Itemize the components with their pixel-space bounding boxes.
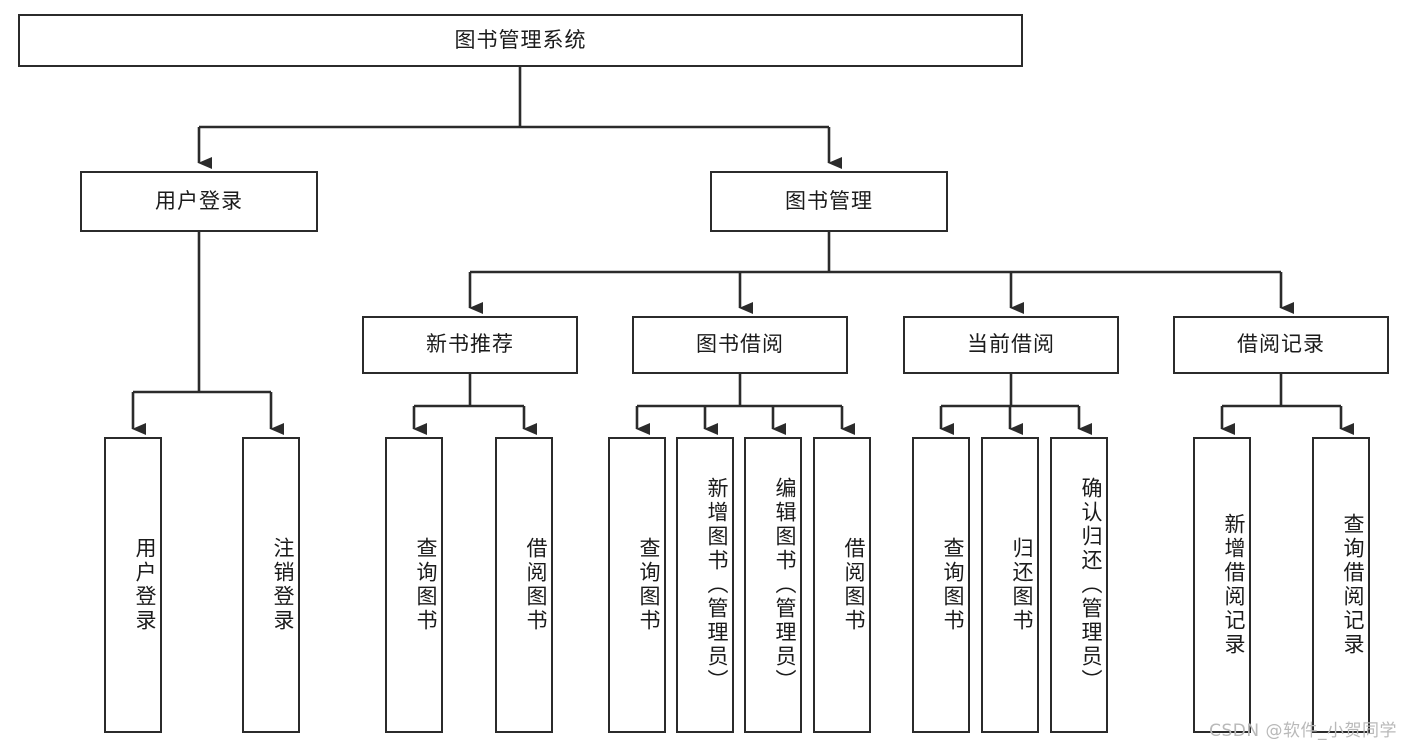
- node-leaf-query-book-recommend[interactable]: 查询图书: [385, 437, 443, 733]
- node-leaf-user-login[interactable]: 用户登录: [104, 437, 162, 733]
- node-leaf-confirm-return-admin[interactable]: 确认归还（管理员）: [1050, 437, 1108, 733]
- node-label: 当前借阅: [967, 332, 1055, 357]
- node-current-borrowing[interactable]: 当前借阅: [903, 316, 1119, 374]
- node-label: 查询图书: [637, 537, 661, 633]
- node-label: 查询借阅记录: [1341, 513, 1365, 657]
- node-label: 图书借阅: [696, 332, 784, 357]
- node-leaf-return-book[interactable]: 归还图书: [981, 437, 1039, 733]
- node-new-book-recommendation[interactable]: 新书推荐: [362, 316, 578, 374]
- node-leaf-borrow-book[interactable]: 借阅图书: [813, 437, 871, 733]
- node-label: 图书管理: [785, 188, 873, 213]
- node-user-login[interactable]: 用户登录: [80, 171, 318, 232]
- node-label: 查询图书: [414, 537, 438, 633]
- node-leaf-query-book-borrow[interactable]: 查询图书: [608, 437, 666, 733]
- node-leaf-logout[interactable]: 注销登录: [242, 437, 300, 733]
- node-label: 图书管理系统: [454, 27, 587, 52]
- node-label: 借阅记录: [1237, 332, 1325, 357]
- node-label: 借阅图书: [524, 537, 548, 633]
- node-label: 编辑图书（管理员）: [773, 477, 797, 693]
- node-book-borrowing[interactable]: 图书借阅: [632, 316, 848, 374]
- node-leaf-borrow-book-recommend[interactable]: 借阅图书: [495, 437, 553, 733]
- node-leaf-add-book-admin[interactable]: 新增图书（管理员）: [676, 437, 734, 733]
- node-label: 借阅图书: [842, 537, 866, 633]
- node-label: 注销登录: [271, 537, 295, 633]
- node-leaf-query-borrow-record[interactable]: 查询借阅记录: [1312, 437, 1370, 733]
- node-borrowing-record[interactable]: 借阅记录: [1173, 316, 1389, 374]
- node-label: 归还图书: [1010, 537, 1034, 633]
- node-label: 新增借阅记录: [1222, 513, 1246, 657]
- node-label: 用户登录: [155, 188, 243, 213]
- node-label: 查询图书: [941, 537, 965, 633]
- node-label: 新书推荐: [426, 332, 514, 357]
- node-leaf-query-book-current[interactable]: 查询图书: [912, 437, 970, 733]
- node-root-book-management-system[interactable]: 图书管理系统: [18, 14, 1023, 67]
- node-label: 用户登录: [133, 537, 157, 633]
- csdn-watermark: CSDN @软件_小贺同学: [1209, 721, 1397, 741]
- node-label: 确认归还（管理员）: [1079, 477, 1103, 693]
- node-leaf-edit-book-admin[interactable]: 编辑图书（管理员）: [744, 437, 802, 733]
- node-book-management[interactable]: 图书管理: [710, 171, 948, 232]
- node-label: 新增图书（管理员）: [705, 477, 729, 693]
- node-leaf-add-borrow-record[interactable]: 新增借阅记录: [1193, 437, 1251, 733]
